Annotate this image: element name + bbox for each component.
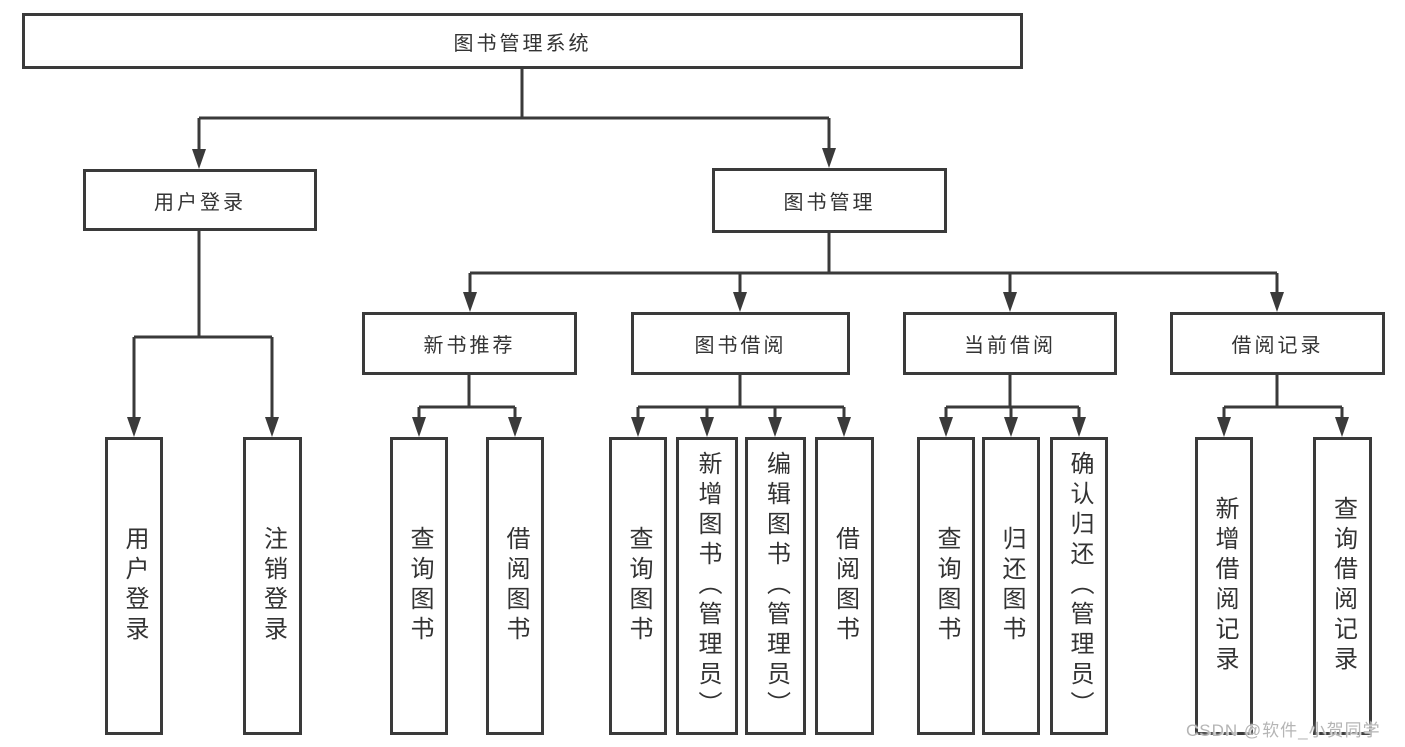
leaf-add-borrow-record: 新增借阅记录: [1195, 437, 1253, 735]
node-book-management: 图书管理: [712, 168, 947, 233]
leaf-add-books-admin: 新增图书（管理员）: [676, 437, 738, 735]
leaf-query-borrow-record: 查询借阅记录: [1313, 437, 1372, 735]
leaf-borrow-books-recommend: 借阅图书: [486, 437, 544, 735]
leaf-return-books: 归还图书: [982, 437, 1040, 735]
leaf-edit-books-admin: 编辑图书（管理员）: [745, 437, 806, 735]
node-library-management-system: 图书管理系统: [22, 13, 1023, 69]
leaf-logout: 注销登录: [243, 437, 302, 735]
arrowheads: [127, 148, 1349, 437]
leaf-confirm-return-admin: 确认归还（管理员）: [1050, 437, 1108, 735]
node-book-borrow: 图书借阅: [631, 312, 850, 375]
leaf-borrow-books: 借阅图书: [815, 437, 874, 735]
leaf-query-books-current: 查询图书: [917, 437, 975, 735]
leaf-user-login: 用户登录: [105, 437, 163, 735]
leaf-query-books-borrow: 查询图书: [609, 437, 667, 735]
csdn-watermark: CSDN @软件_小贺同学: [1186, 721, 1381, 740]
node-user-login: 用户登录: [83, 169, 317, 231]
node-new-book-recommend: 新书推荐: [362, 312, 577, 375]
leaf-query-books-recommend: 查询图书: [390, 437, 448, 735]
node-borrow-records: 借阅记录: [1170, 312, 1385, 375]
node-current-borrow: 当前借阅: [903, 312, 1117, 375]
